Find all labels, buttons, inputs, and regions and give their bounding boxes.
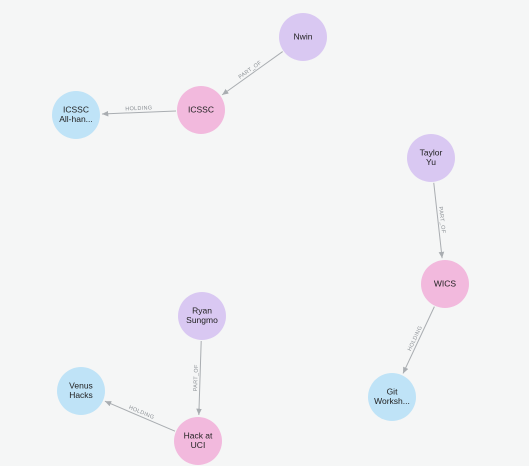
node-label: Taylor [420, 148, 443, 158]
node-label: Yu [426, 157, 436, 167]
edge-label: PART_OF [437, 206, 446, 234]
node-label: Hacks [69, 390, 93, 400]
node-circle-event[interactable] [52, 91, 100, 139]
node-wics[interactable]: WICS [421, 260, 469, 308]
edge-line[interactable] [101, 110, 177, 117]
edge-nwin-icssc[interactable]: PART_OF [221, 51, 283, 96]
node-circle-event[interactable] [57, 367, 105, 415]
node-icssc[interactable]: ICSSC [177, 86, 225, 134]
node-icssc-allhands[interactable]: ICSSCAll-han... [52, 91, 100, 139]
edge-hack-at-uci-venus-hacks[interactable]: HOLDING [104, 400, 176, 432]
nodes-layer: NwinICSSCICSSCAll-han...TaylorYuWICSGitW… [52, 13, 469, 465]
edge-line[interactable] [104, 400, 176, 432]
edge-ryan-sungmo-hack-at-uci[interactable]: PART_OF [193, 340, 202, 416]
node-label: Worksh... [374, 396, 410, 406]
node-label: UCI [191, 440, 206, 450]
edge-taylor-yu-wics[interactable]: PART_OF [433, 182, 446, 259]
edge-line[interactable] [433, 182, 445, 259]
node-git-workshop[interactable]: GitWorksh... [368, 373, 416, 421]
node-label: All-han... [59, 114, 93, 124]
node-circle-organization[interactable] [174, 417, 222, 465]
node-circle-organization[interactable] [421, 260, 469, 308]
node-label: Venus [69, 381, 93, 391]
node-label: ICSSC [63, 105, 89, 115]
node-label: Git [387, 387, 399, 397]
node-label: WICS [434, 278, 457, 288]
edge-icssc-icssc-allhands[interactable]: HOLDING [101, 105, 177, 117]
node-label: Nwin [294, 31, 313, 41]
edge-label: PART_OF [238, 60, 264, 81]
edge-line[interactable] [196, 340, 202, 416]
node-circle-event[interactable] [368, 373, 416, 421]
node-circle-person[interactable] [279, 13, 327, 61]
node-circle-person[interactable] [178, 292, 226, 340]
node-label: Sungmo [186, 315, 218, 325]
node-circle-organization[interactable] [177, 86, 225, 134]
edge-label: HOLDING [125, 105, 152, 112]
edge-line[interactable] [221, 51, 283, 96]
node-label: Ryan [192, 306, 212, 316]
node-label: Hack at [184, 431, 213, 441]
edge-line[interactable] [402, 306, 435, 374]
node-label: ICSSC [188, 104, 214, 114]
edge-wics-git-workshop[interactable]: HOLDING [402, 306, 435, 374]
edge-label: PART_OF [193, 364, 200, 391]
node-circle-person[interactable] [407, 134, 455, 182]
node-nwin[interactable]: Nwin [279, 13, 327, 61]
